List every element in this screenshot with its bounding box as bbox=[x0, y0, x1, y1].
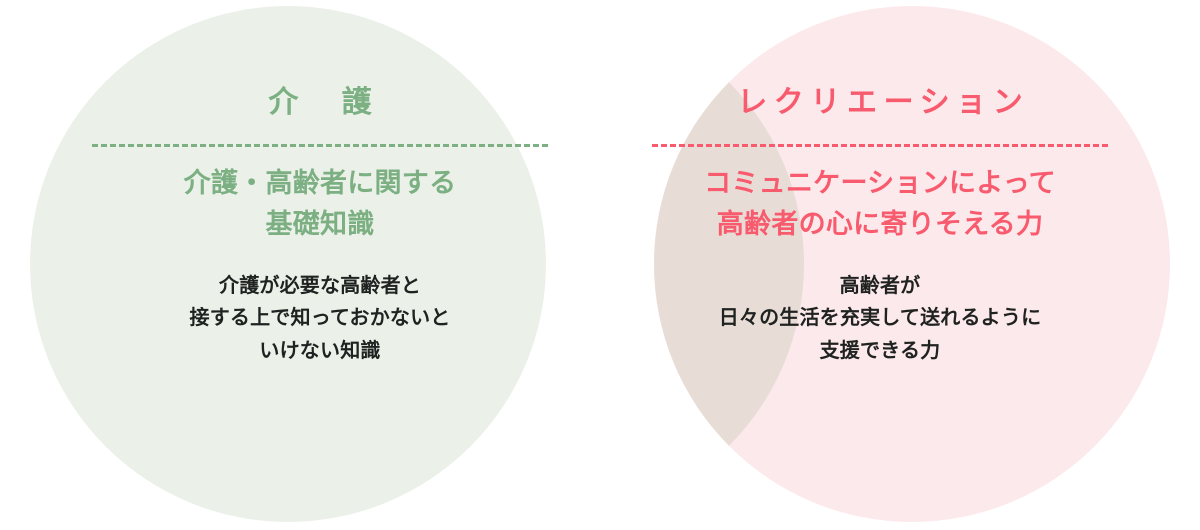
left-divider bbox=[92, 144, 548, 147]
left-title: 介 護 bbox=[268, 86, 379, 119]
right-body-line-3: 支援できる力 bbox=[819, 339, 941, 362]
venn-right-content: レクリエーション コミュニケーションによって 高齢者の心に寄りそえる力 高齢者が… bbox=[600, 0, 1160, 530]
right-lead-line-2: 高齢者の心に寄りそえる力 bbox=[716, 208, 1044, 239]
venn-circle-left bbox=[30, 6, 546, 522]
left-lead-line-1: 介護・高齢者に関する bbox=[183, 168, 457, 198]
right-divider bbox=[652, 144, 1108, 147]
left-body-line-1: 介護が必要な高齢者と bbox=[219, 275, 421, 297]
venn-left-content: 介 護 介護・高齢者に関する 基礎知識 介護が必要な高齢者と 接する上で知ってお… bbox=[40, 0, 600, 530]
right-body-line-2: 日々の生活を充実して送れるように bbox=[718, 307, 1042, 330]
left-lead-line-2: 基礎知識 bbox=[265, 208, 375, 239]
right-title: レクリエーション bbox=[737, 86, 1030, 119]
right-body: 高齢者が 日々の生活を充実して送れるように 支援できる力 bbox=[719, 270, 1042, 367]
left-body: 介護が必要な高齢者と 接する上で知っておかないと いけない知識 bbox=[190, 270, 451, 367]
right-lead: コミュニケーションによって 高齢者の心に寄りそえる力 bbox=[704, 163, 1056, 244]
left-lead: 介護・高齢者に関する 基礎知識 bbox=[184, 163, 457, 244]
left-body-line-2: 接する上で知っておかないと bbox=[189, 307, 451, 330]
left-body-line-3: いけない知識 bbox=[259, 339, 381, 362]
right-lead-line-1: コミュニケーションによって bbox=[704, 168, 1056, 198]
right-body-line-1: 高齢者が bbox=[839, 275, 921, 297]
